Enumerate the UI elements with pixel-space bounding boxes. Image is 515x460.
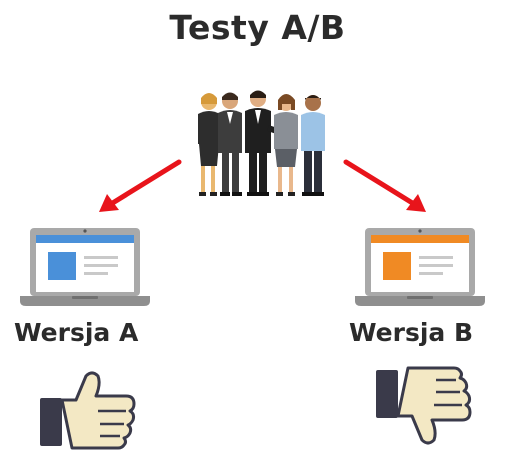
person-5: [301, 95, 325, 196]
thumbs-up-icon: [40, 371, 136, 450]
person-1: [198, 93, 220, 196]
business-team-icon: [198, 90, 325, 196]
person-4: [274, 94, 298, 196]
variant-a-label: Wersja A: [14, 318, 139, 347]
arrow-down-right-icon: [343, 159, 426, 212]
laptop-a-icon: [20, 228, 150, 306]
thumbs-down-icon: [376, 366, 472, 445]
variant-b-label: Wersja B: [349, 318, 474, 347]
diagram-title: Testy A/B: [169, 8, 346, 47]
laptop-b-icon: [355, 228, 485, 306]
person-2: [218, 92, 242, 196]
arrow-down-left-icon: [99, 159, 182, 212]
